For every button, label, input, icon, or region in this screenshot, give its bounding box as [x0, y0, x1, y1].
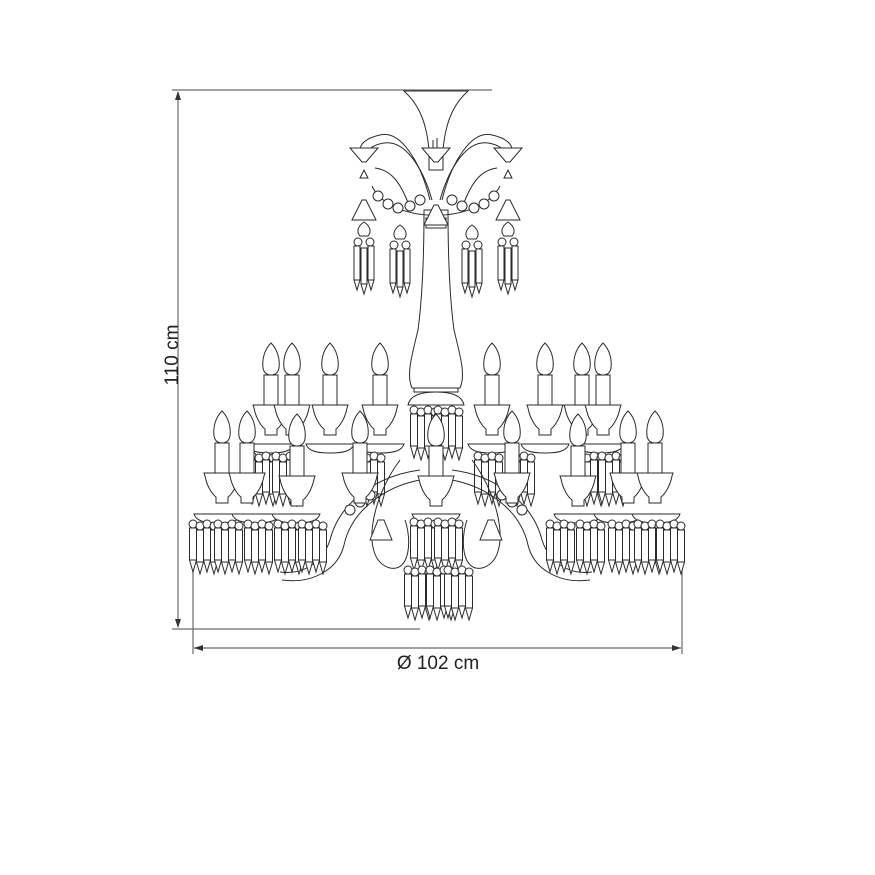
lower-tier: [189, 410, 685, 620]
chandelier: [189, 90, 685, 620]
height-dimension: [172, 89, 492, 630]
diameter-dimension-label: Ø 102 cm: [396, 653, 480, 674]
height-dimension-label: 110 cm: [162, 324, 183, 386]
